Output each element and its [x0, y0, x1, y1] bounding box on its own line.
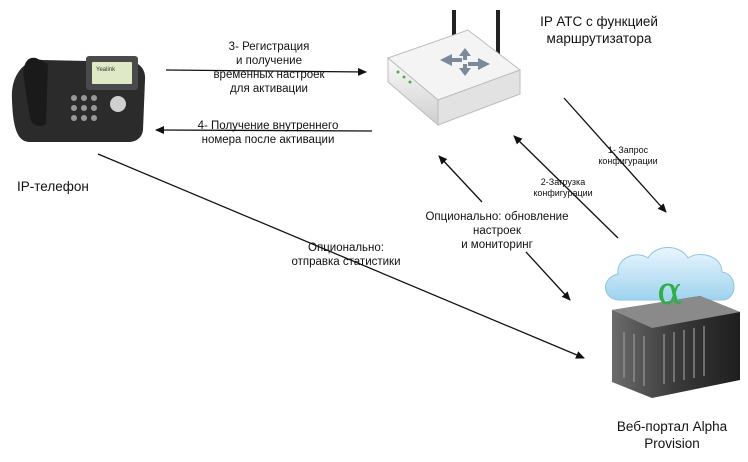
- router-label: IP АТС с функцией маршрутизатора: [524, 13, 674, 47]
- step2-label: 2-Загрузка конфигурации: [520, 177, 606, 199]
- ip-phone-label: IP-телефон: [17, 179, 89, 194]
- arrow-step3: [165, 67, 367, 76]
- optional-stats-line2: отправка статистики: [291, 256, 401, 268]
- step3-label: 3- Регистрация и получение временных нас…: [206, 40, 332, 96]
- step3-line2: и получение: [235, 55, 302, 67]
- optional-update-label: Опционально: обновление настроек и монит…: [418, 210, 576, 252]
- server-label-line2: Provision: [644, 436, 700, 451]
- svg-text:Yealink: Yealink: [96, 67, 116, 73]
- step3-line1: 3- Регистрация: [228, 41, 310, 53]
- step4-line2: номера после активации: [201, 134, 335, 146]
- router-icon: [387, 10, 522, 127]
- step2-line2: конфигурации: [533, 188, 593, 198]
- arrow-optional-update-down: [525, 251, 571, 301]
- step2-line1: 2-Загрузка: [540, 177, 586, 187]
- optional-update-line2: настроек: [473, 225, 521, 237]
- arrow-step4: [155, 126, 373, 135]
- optional-stats-line1: Опционально:: [308, 242, 384, 254]
- alpha-logo: α: [657, 269, 683, 313]
- optional-update-line3: и мониторинг: [461, 239, 533, 251]
- arrow-optional-update-up: [438, 155, 483, 203]
- step1-line2: конфигурации: [598, 156, 658, 166]
- step1-label: 1- Запрос конфигурации: [584, 145, 672, 167]
- step3-line4: для активации: [230, 83, 308, 95]
- optional-update-line1: Опционально: обновление: [425, 211, 569, 223]
- step4-label: 4- Получение внутреннего номера после ак…: [184, 119, 352, 147]
- step1-line1: 1- Запрос: [607, 145, 649, 155]
- router-label-line1: IP АТС с функцией: [540, 14, 658, 29]
- step4-line1: 4- Получение внутреннего: [197, 120, 339, 132]
- ip-phone-icon: Yealink: [11, 56, 146, 142]
- arrow-step2: [513, 135, 619, 239]
- arrow-step1: [563, 97, 667, 213]
- server-label-line1: Веб-портал Alpha: [616, 419, 728, 434]
- router-label-line2: маршрутизатора: [546, 31, 652, 46]
- optional-stats-label: Опционально: отправка статистики: [274, 241, 418, 269]
- server-cloud-icon: [605, 247, 740, 398]
- arrow-optional-stats: [97, 153, 585, 359]
- server-label: Веб-портал Alpha Provision: [604, 418, 740, 452]
- step3-line3: временных настроек: [213, 69, 325, 81]
